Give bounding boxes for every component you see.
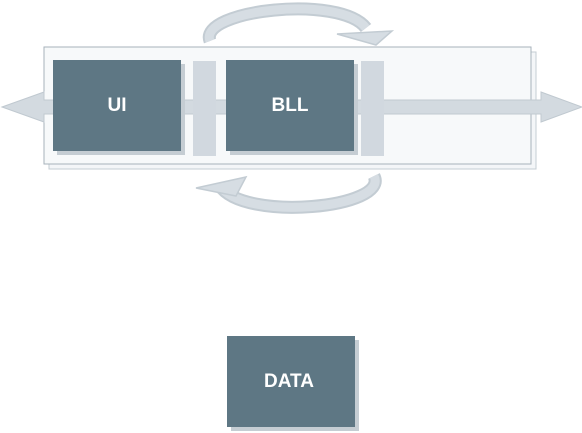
bottom-cycle-arrow-icon — [195, 173, 382, 214]
data-node-label: DATA — [264, 371, 314, 392]
ui-node: UI — [53, 60, 185, 155]
data-node: DATA — [227, 336, 359, 431]
top-cycle-arrow-icon — [203, 2, 395, 46]
bll-node-label: BLL — [272, 95, 309, 116]
divider-bar — [193, 61, 216, 156]
bll-node: BLL — [226, 60, 358, 155]
divider-bar — [361, 61, 384, 156]
ui-node-label: UI — [108, 95, 127, 116]
